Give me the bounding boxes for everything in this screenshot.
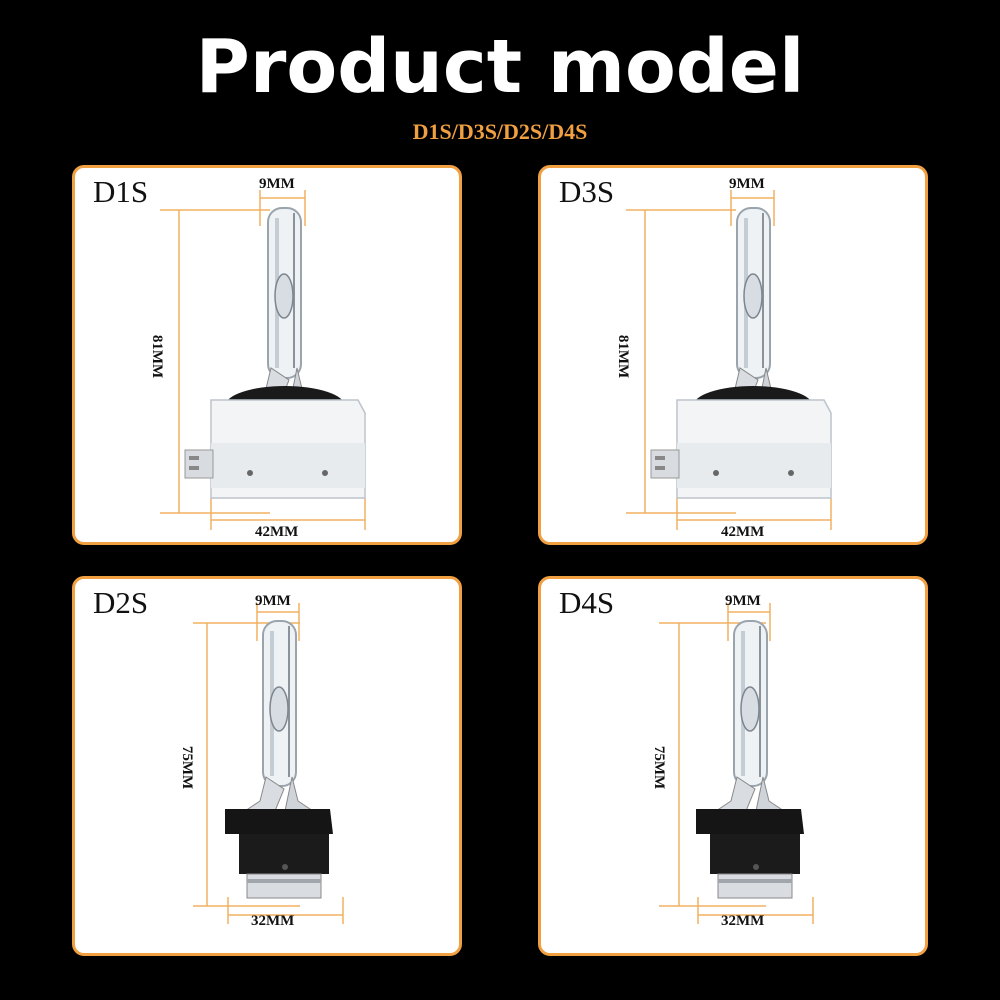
product-card-d4s: D4S 9MM 75MM 32MM [538,576,928,956]
model-label: D1S [93,174,149,209]
page-title: Product model [195,24,805,110]
height-label: 75MM [651,745,668,790]
product-card-d1s: D1S 9MM 81MM [72,165,462,545]
product-card-d2s: D2S 9MM 75MM 32MM [72,576,462,956]
d1s-bulb-diagram [160,190,366,530]
top-width-label: 9MM [725,593,761,609]
d4s-bulb-diagram [659,603,814,924]
top-width-label: 9MM [255,593,291,609]
page-subtitle: D1S/D3S/D2S/D4S [412,119,588,144]
height-label: 75MM [179,745,196,790]
base-width-label: 42MM [721,524,765,540]
model-label: D2S [93,585,149,620]
base-width-label: 32MM [251,913,295,929]
model-label: D3S [559,174,615,209]
model-label: D4S [559,585,615,620]
base-width-label: 32MM [721,913,765,929]
base-width-label: 42MM [255,524,299,540]
top-width-label: 9MM [729,176,765,192]
product-card-d3s: D3S 9MM 81MM 42MM [538,165,928,545]
height-label: 81MM [149,334,166,379]
d2s-bulb-diagram [193,603,344,924]
d3s-bulb-diagram [626,190,832,530]
height-label: 81MM [615,334,632,379]
top-width-label: 9MM [259,176,295,192]
